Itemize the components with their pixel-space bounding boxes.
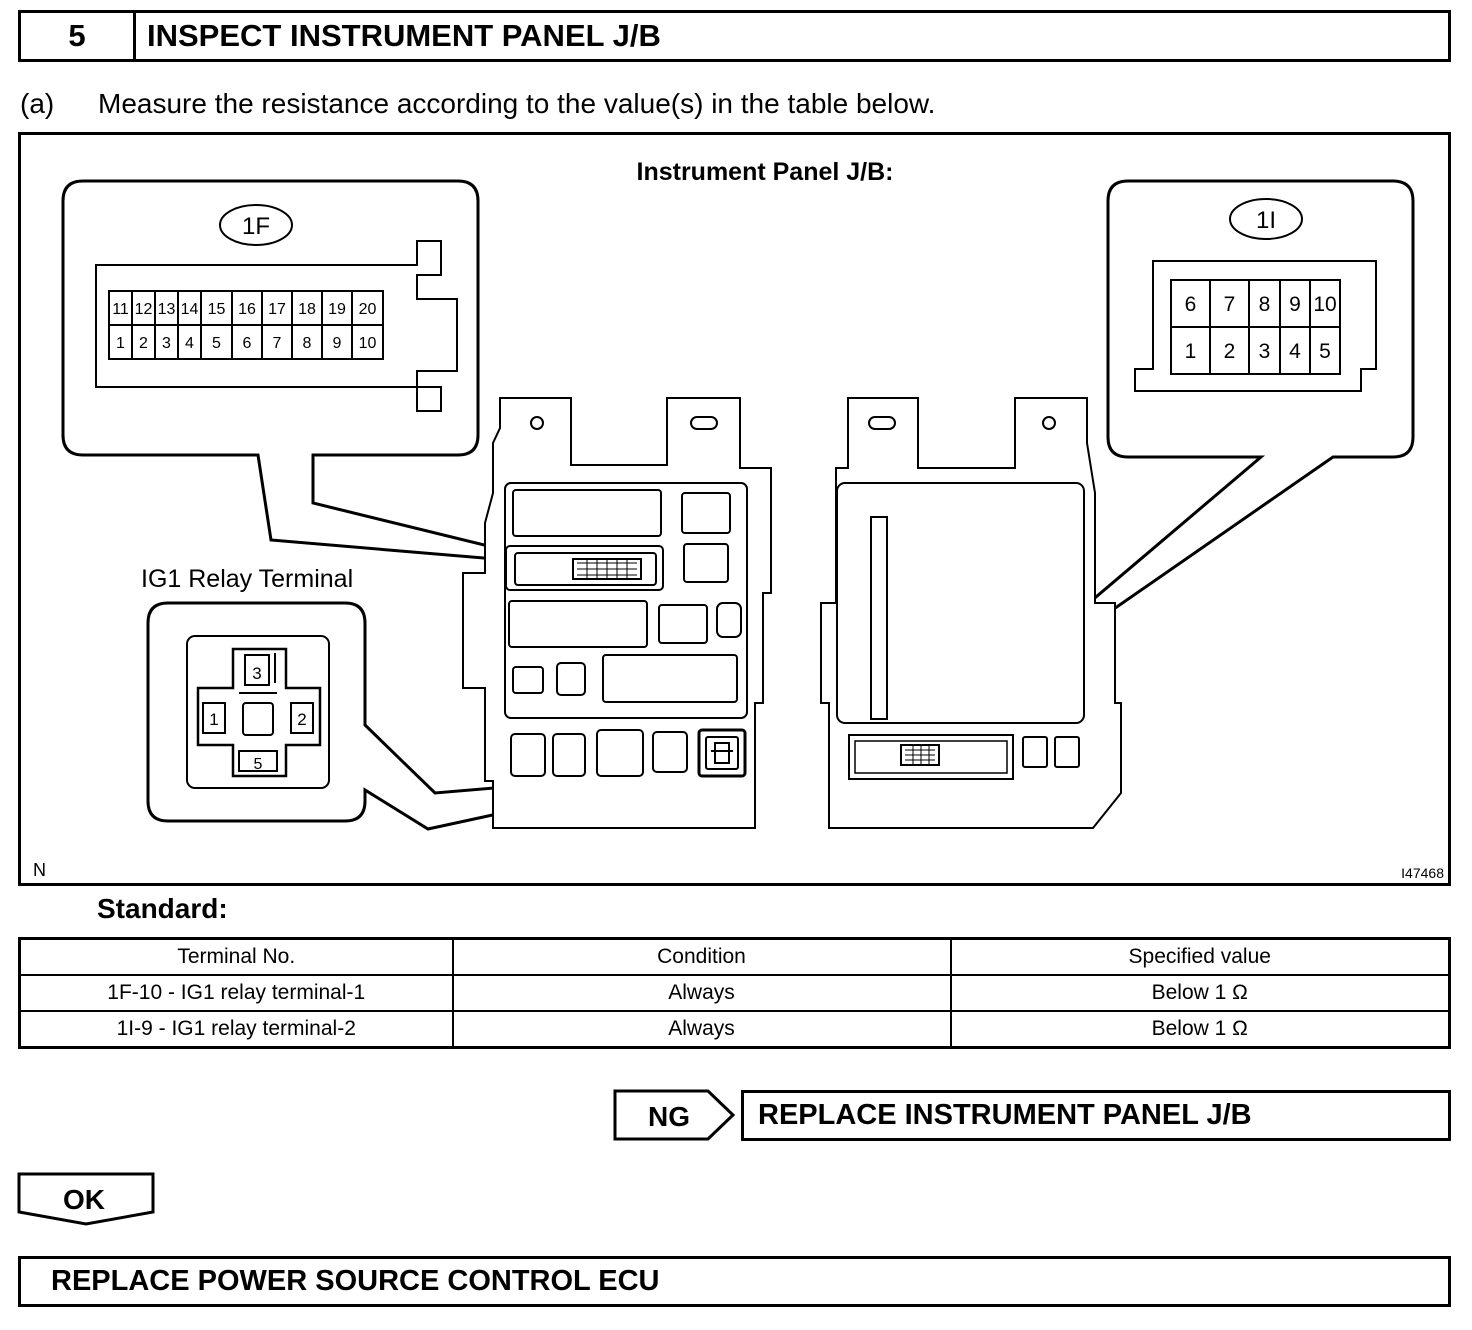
connector-1i-pin-label: 10 (1313, 293, 1336, 316)
table-header: Terminal No. (18, 937, 454, 976)
connector-1f-pin-label: 1 (116, 335, 125, 352)
connector-1f-pin-label: 5 (212, 335, 221, 352)
junction-block-right (820, 397, 1122, 829)
standard-label: Standard: (97, 893, 228, 924)
table-cell: Always (451, 974, 952, 1012)
connector-1i-label: 1I (1256, 207, 1276, 234)
table-cell: Below 1 Ω (949, 1010, 1451, 1049)
ok-tag: OK (63, 1184, 105, 1215)
connector-1i-pin-label: 6 (1185, 293, 1197, 316)
callout-1f (61, 179, 567, 567)
instruction-label: (a) (20, 88, 55, 119)
connector-1i-pin-label: 1 (1185, 340, 1197, 363)
connector-1i-pin-cell (1279, 279, 1311, 328)
connector-1f-pin-label: 10 (359, 335, 377, 352)
connector-1f-pin-cell (261, 324, 293, 360)
figure-title: Instrument Panel J/B: (637, 158, 894, 186)
connector-1i-pin-cell (1170, 326, 1211, 375)
connector-1f-pin-label: 7 (273, 335, 282, 352)
ok-action-box: REPLACE POWER SOURCE CONTROL ECU (18, 1256, 1451, 1307)
connector-1f-pin-cell (351, 324, 384, 360)
connector-1f-pin-label: 16 (238, 301, 256, 318)
connector-1i-pin-label: 4 (1289, 340, 1301, 363)
connector-1f-pin-cell (200, 324, 233, 360)
table-cell: 1F-10 - IG1 relay terminal-1 (18, 974, 454, 1012)
connector-1f-label: 1F (242, 213, 270, 240)
connector-1i-pin-label: 7 (1224, 293, 1236, 316)
junction-block-left (462, 397, 772, 829)
connector-1f-pin-label: 11 (112, 301, 129, 318)
figure-id: I47468 (1401, 865, 1444, 881)
table-row: 1I-9 - IG1 relay terminal-2 Always Below… (18, 1010, 1451, 1049)
connector-1i-pin-label: 2 (1224, 340, 1236, 363)
connector-1f-pin-label: 2 (139, 335, 148, 352)
connector-1i-pin-cell (1248, 326, 1281, 375)
callout-1i (937, 179, 1415, 733)
spec-table: Terminal No. Condition Specified value 1… (18, 937, 1451, 1049)
connector-1f-pin-label: 14 (181, 301, 199, 318)
relay-label: IG1 Relay Terminal (141, 565, 353, 593)
connector-1f-pin-label: 4 (185, 335, 194, 352)
figure-corner-mark: N (33, 860, 46, 880)
ng-arrow: NG (613, 1089, 736, 1141)
table-row: 1F-10 - IG1 relay terminal-1 Always Belo… (18, 974, 1451, 1012)
connector-1f-pin-cell (231, 324, 263, 360)
connector-1f-pin-label: 19 (328, 301, 346, 318)
ng-action-box: REPLACE INSTRUMENT PANEL J/B (741, 1090, 1451, 1141)
connector-1f-pin-label: 20 (359, 301, 377, 318)
relay-terminal-1: 1 (209, 710, 218, 729)
connector-1i-pin-cell (1209, 326, 1250, 375)
instruction: (a) Measure the resistance according to t… (20, 88, 935, 120)
relay-terminal (186, 635, 330, 789)
callout-relay (146, 601, 696, 831)
step-number: 5 (21, 13, 136, 59)
connector-1f-pin-cell (321, 324, 353, 360)
connector-1i-pin-cell (1170, 279, 1211, 328)
step-title: INSPECT INSTRUMENT PANEL J/B (147, 18, 661, 53)
ok-arrow: OK (17, 1172, 155, 1226)
ok-action: REPLACE POWER SOURCE CONTROL ECU (51, 1265, 660, 1297)
connector-1f-pin-label: 17 (268, 301, 286, 318)
connector-1i-pin-label: 5 (1319, 340, 1331, 363)
relay-terminal-2: 2 (297, 710, 306, 729)
connector-1f-pin-label: 15 (208, 301, 226, 318)
connector-1f-pin-cell (321, 290, 353, 326)
connector-1f-pin-label: 3 (162, 335, 171, 352)
table-cell: Always (451, 1010, 952, 1049)
connector-1f-pin-label: 6 (243, 335, 252, 352)
ng-tag: NG (648, 1101, 690, 1132)
connector-1f-pin-label: 9 (333, 335, 342, 352)
connector-1f-pin-label: 12 (135, 301, 153, 318)
table-cell: Below 1 Ω (949, 974, 1451, 1012)
ng-action: REPLACE INSTRUMENT PANEL J/B (758, 1099, 1252, 1131)
connector-1f-pin-label: 18 (298, 301, 316, 318)
connector-1f-pin-label: 13 (158, 301, 176, 318)
connector-1f-pin-cell (291, 324, 323, 360)
table-header-row: Terminal No. Condition Specified value (18, 937, 1451, 976)
table-header: Specified value (949, 937, 1451, 976)
relay-terminal-3: 3 (252, 664, 261, 683)
connector-1i-pin-label: 9 (1289, 293, 1301, 316)
instruction-text: Measure the resistance according to the … (98, 88, 936, 119)
connector-1i-pin-label: 8 (1259, 293, 1271, 316)
relay-terminal-5: 5 (254, 756, 263, 773)
connector-1i-pin-label: 3 (1259, 340, 1271, 363)
connector-1i-pin-cell (1309, 326, 1341, 375)
table-header: Condition (451, 937, 952, 976)
connector-1f-pin-label: 8 (303, 335, 312, 352)
step-header: 5 INSPECT INSTRUMENT PANEL J/B (18, 10, 1451, 62)
table-cell: 1I-9 - IG1 relay terminal-2 (18, 1010, 454, 1049)
